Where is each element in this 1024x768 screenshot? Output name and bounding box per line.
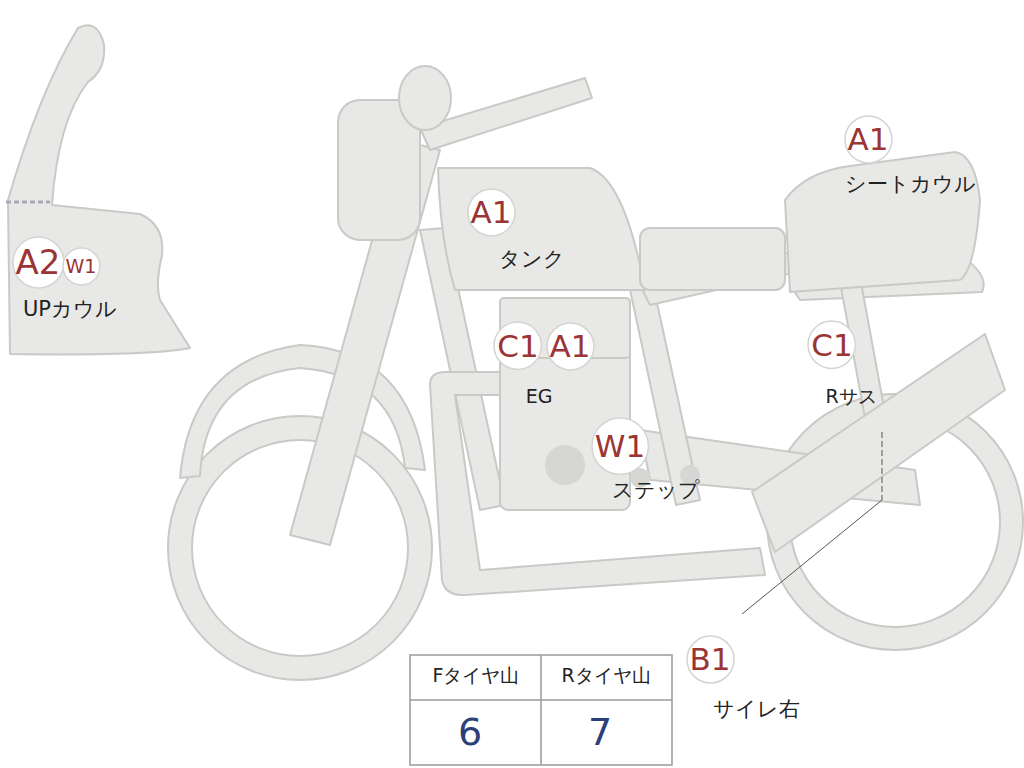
callout-code: C1 [807,320,856,360]
tread-table [410,655,672,765]
engine-cover [545,445,585,485]
damage-code-circle: W1 [62,247,101,286]
frame-rear-tube [628,280,700,505]
damage-code-circle: A1 [844,115,893,164]
damage-code-circle: W1 [591,417,649,475]
part-name: シートカウル [845,173,976,196]
front-fender [180,345,425,478]
meter [399,66,451,130]
damage-code-circle: A2 [12,236,65,289]
damage-code-circle: B1 [686,635,735,684]
fuel-tank [438,168,645,290]
callout-code: A2 [12,236,65,279]
front-rim [192,440,408,656]
callout-code: B1 [686,635,735,675]
damage-code-circle: A1 [467,188,516,237]
callout-code: A1 [546,322,595,362]
callout-code: W1 [591,417,649,462]
callout-code: A1 [467,188,516,228]
callout-code: W1 [62,247,101,276]
part-name: サイレ右 [713,698,800,721]
cowl-joint-line [6,201,50,204]
silencer [752,334,1005,552]
front-tire [168,416,432,680]
damage-code-circle: C1 [807,320,856,369]
leader-line [882,432,883,500]
part-name: ステップ [612,479,700,502]
part-name: EG [526,386,553,407]
seat [640,228,785,290]
part-name: UPカウル [23,298,117,321]
table-header: Fタイヤ山 [433,665,520,686]
table-header: Rタイヤ山 [561,665,650,686]
part-name: Rサス [825,386,876,407]
leader-line [742,500,882,614]
callout-code: C1 [493,321,542,361]
table-value: 7 [588,712,612,754]
callout-code: A1 [844,115,893,155]
damage-code-circle: A1 [546,322,595,371]
seat-cowl [785,152,980,292]
upper-cowl [8,25,190,354]
part-name: タンク [499,248,565,271]
table-value: 6 [458,712,482,754]
damage-code-circle: C1 [493,321,542,370]
